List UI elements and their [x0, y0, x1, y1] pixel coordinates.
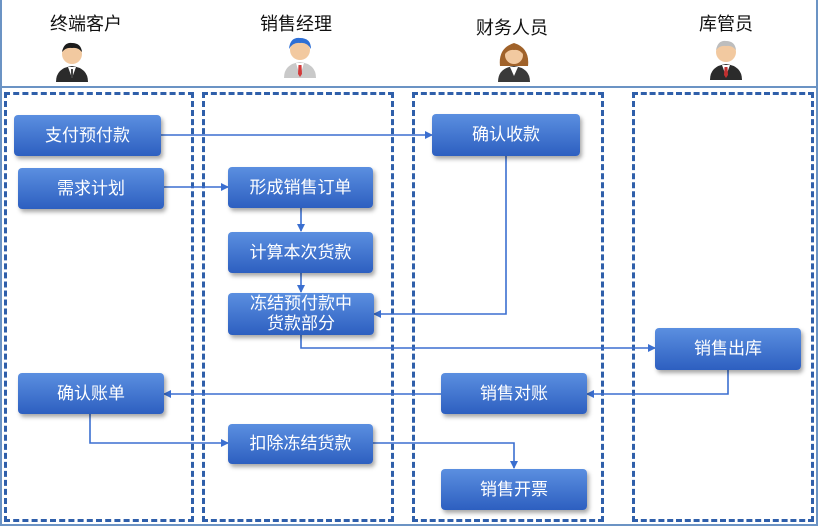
role-finance: 财务人员	[476, 18, 548, 39]
arrow-outbound-to-reconcile	[586, 370, 729, 398]
step-deduct-frozen: 扣除冻结货款	[228, 424, 373, 464]
role-customer: 终端客户	[50, 14, 122, 35]
arrow-freeze-to-outbound	[300, 335, 656, 352]
role-warehouse: 库管员	[699, 14, 753, 35]
step-calc-payment: 计算本次货款	[228, 232, 373, 273]
step-demand-plan: 需求计划	[18, 168, 164, 209]
arrow-deduct-to-invoice	[373, 442, 518, 469]
lane-sales-manager	[202, 92, 394, 522]
role-sales-manager: 销售经理	[260, 14, 332, 35]
step-pay-advance: 支付预付款	[14, 115, 161, 156]
step-sales-reconcile: 销售对账	[441, 373, 587, 414]
step-confirm-receipt: 确认收款	[432, 114, 580, 156]
step-sales-invoice: 销售开票	[441, 469, 587, 510]
lane-warehouse	[632, 92, 814, 522]
manager-avatar-icon	[284, 37, 316, 78]
lane-customer	[4, 92, 194, 522]
arrow-confirm-to-freeze	[373, 156, 507, 318]
step-freeze-line2: 货款部分	[267, 314, 335, 334]
step-confirm-bill: 确认账单	[18, 373, 164, 414]
header-divider	[0, 86, 818, 88]
businesswoman-avatar-icon	[498, 43, 530, 82]
businessman-avatar-icon	[56, 42, 88, 82]
step-freeze-payment: 冻结预付款中 货款部分	[228, 293, 374, 335]
step-sales-outbound: 销售出库	[655, 328, 801, 370]
step-create-order: 形成销售订单	[228, 167, 373, 208]
step-freeze-line1: 冻结预付款中	[250, 294, 352, 314]
senior-staff-avatar-icon	[710, 40, 742, 80]
lane-finance	[412, 92, 604, 522]
arrow-bill-to-deduct	[89, 413, 229, 447]
